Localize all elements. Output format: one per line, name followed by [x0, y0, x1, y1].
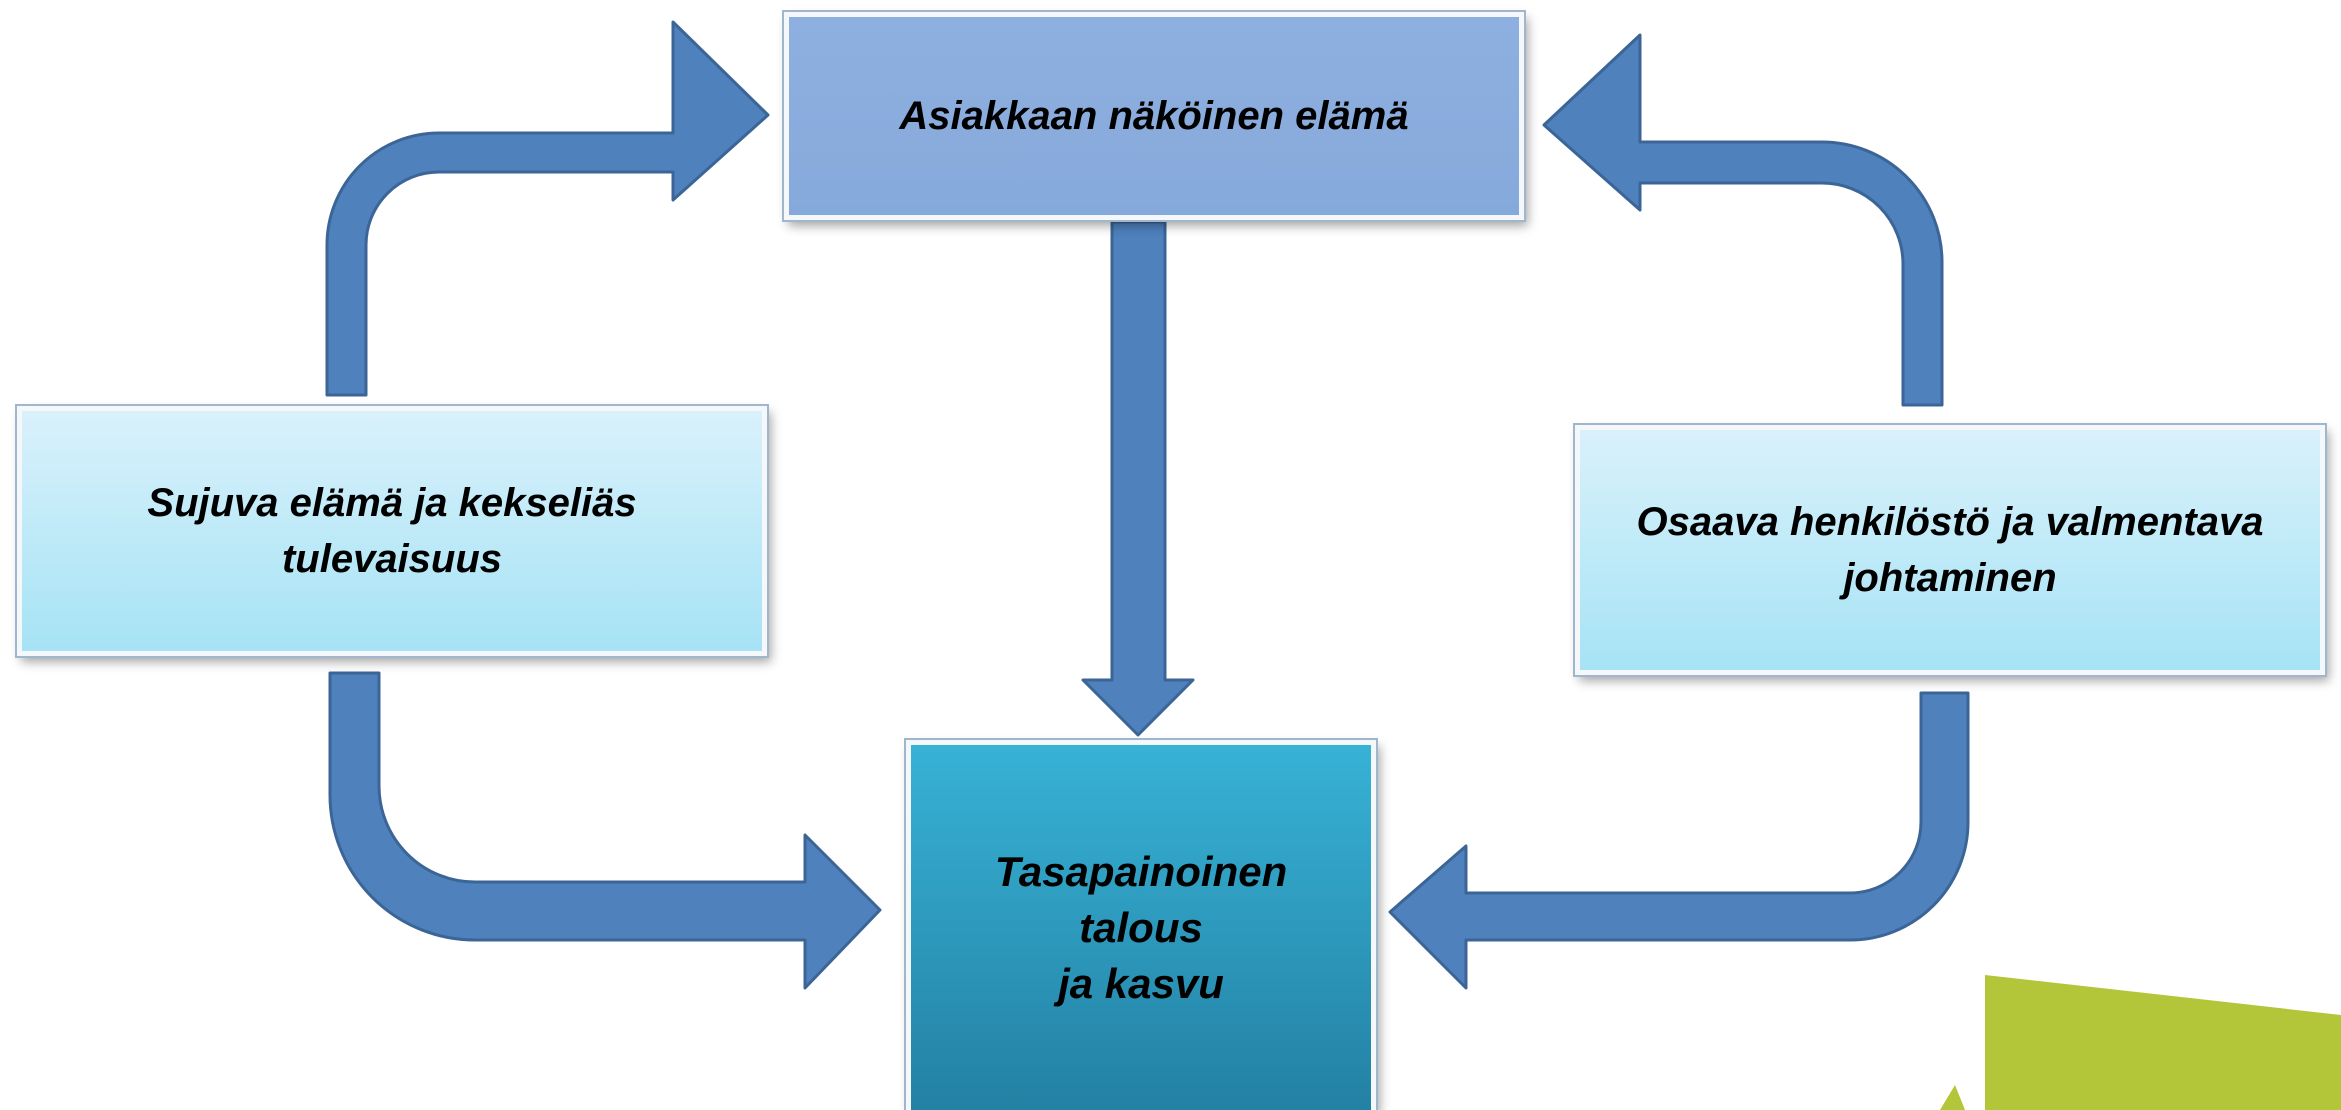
node-balanced-economy-line2: ja kasvu	[1058, 959, 1224, 1007]
node-skilled-staff-line1: Osaava henkilöstö ja valmentava	[1636, 500, 2264, 544]
node-skilled-staff-text: Osaava henkilöstö ja valmentava johtamin…	[1637, 494, 2264, 606]
arrow-left-to-top	[325, 20, 770, 397]
node-smooth-life-line1: Sujuva elämä ja kekseliäs	[147, 481, 637, 525]
node-balanced-economy-text: Tasapainoinen talous ja kasvu	[941, 844, 1341, 1012]
node-smooth-life: Sujuva elämä ja kekseliäs tulevaisuus	[15, 404, 769, 658]
node-balanced-economy: Tasapainoinen talous ja kasvu	[904, 738, 1378, 1110]
logo-mark	[1940, 975, 2341, 1110]
node-skilled-staff: Osaava henkilöstö ja valmentava johtamin…	[1573, 423, 2327, 677]
node-skilled-staff-line2: johtaminen	[1843, 556, 2057, 600]
arrow-right-to-bottom	[1388, 691, 1970, 990]
node-customer-life: Asiakkaan näköinen elämä	[782, 10, 1526, 222]
arrow-top-to-bottom	[1081, 220, 1195, 737]
arrow-left-to-bottom	[328, 671, 882, 990]
node-smooth-life-text: Sujuva elämä ja kekseliäs tulevaisuus	[147, 475, 636, 587]
arrow-right-to-top	[1542, 33, 1944, 407]
node-balanced-economy-line1: Tasapainoinen talous	[994, 847, 1288, 951]
node-smooth-life-line2: tulevaisuus	[281, 537, 503, 581]
node-customer-life-label: Asiakkaan näköinen elämä	[899, 93, 1409, 138]
